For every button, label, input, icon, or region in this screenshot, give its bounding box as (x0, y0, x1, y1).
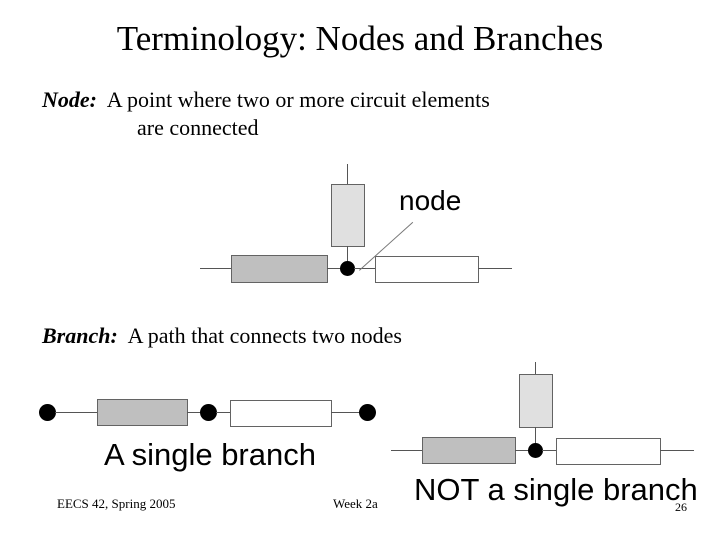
node-definition-text-line2: are connected (137, 115, 259, 140)
branch-definition: Branch: A path that connects two nodes (42, 322, 402, 350)
footer-week: Week 2a (333, 496, 378, 511)
wire-left-to-node (515, 450, 537, 451)
wire-middle-segment (187, 412, 209, 413)
resistor-vertical (331, 184, 365, 247)
node-dot-middle (200, 404, 217, 421)
wire-right-segment (331, 412, 365, 413)
node-dot-right (359, 404, 376, 421)
wire-vertical-to-node (535, 427, 536, 451)
wire-vertical-to-node (347, 246, 348, 269)
wire-middle-to-right (216, 412, 232, 413)
wire-left-lead (391, 450, 423, 451)
footer-course: EECS 42, Spring 2005 (57, 496, 176, 511)
page-title: Terminology: Nodes and Branches (116, 19, 604, 58)
resistor-right (230, 400, 332, 427)
node-definition-term: Node: (42, 87, 97, 112)
resistor-vertical (519, 374, 553, 428)
wire-right-lead (478, 268, 512, 269)
wire-node-to-right (354, 268, 376, 269)
single-branch-caption: A single branch (104, 437, 316, 472)
wire-node-to-right (542, 450, 560, 451)
resistor-right (375, 256, 479, 283)
resistor-left (231, 255, 328, 283)
resistor-right (556, 438, 661, 465)
branch-definition-text: A path that connects two nodes (127, 323, 402, 348)
node-dot (528, 443, 543, 458)
resistor-left (97, 399, 188, 426)
wire-right-lead (660, 450, 694, 451)
wire-top-lead (347, 164, 348, 185)
branch-definition-term: Branch: (42, 323, 118, 348)
footer-page-number: 26 (675, 500, 687, 514)
wire-left-lead (200, 268, 232, 269)
resistor-left (422, 437, 516, 464)
node-dot-left (39, 404, 56, 421)
node-definition-text: A point where two or more circuit elemen… (106, 87, 490, 112)
node-definition: Node: A point where two or more circuit … (42, 86, 490, 114)
wire-left-to-node (327, 268, 349, 269)
node-dot (340, 261, 355, 276)
wire-left-segment (55, 412, 99, 413)
wire-top-lead (535, 362, 536, 375)
node-callout-label: node (399, 185, 462, 216)
not-single-branch-caption: NOT a single branch (414, 472, 698, 507)
